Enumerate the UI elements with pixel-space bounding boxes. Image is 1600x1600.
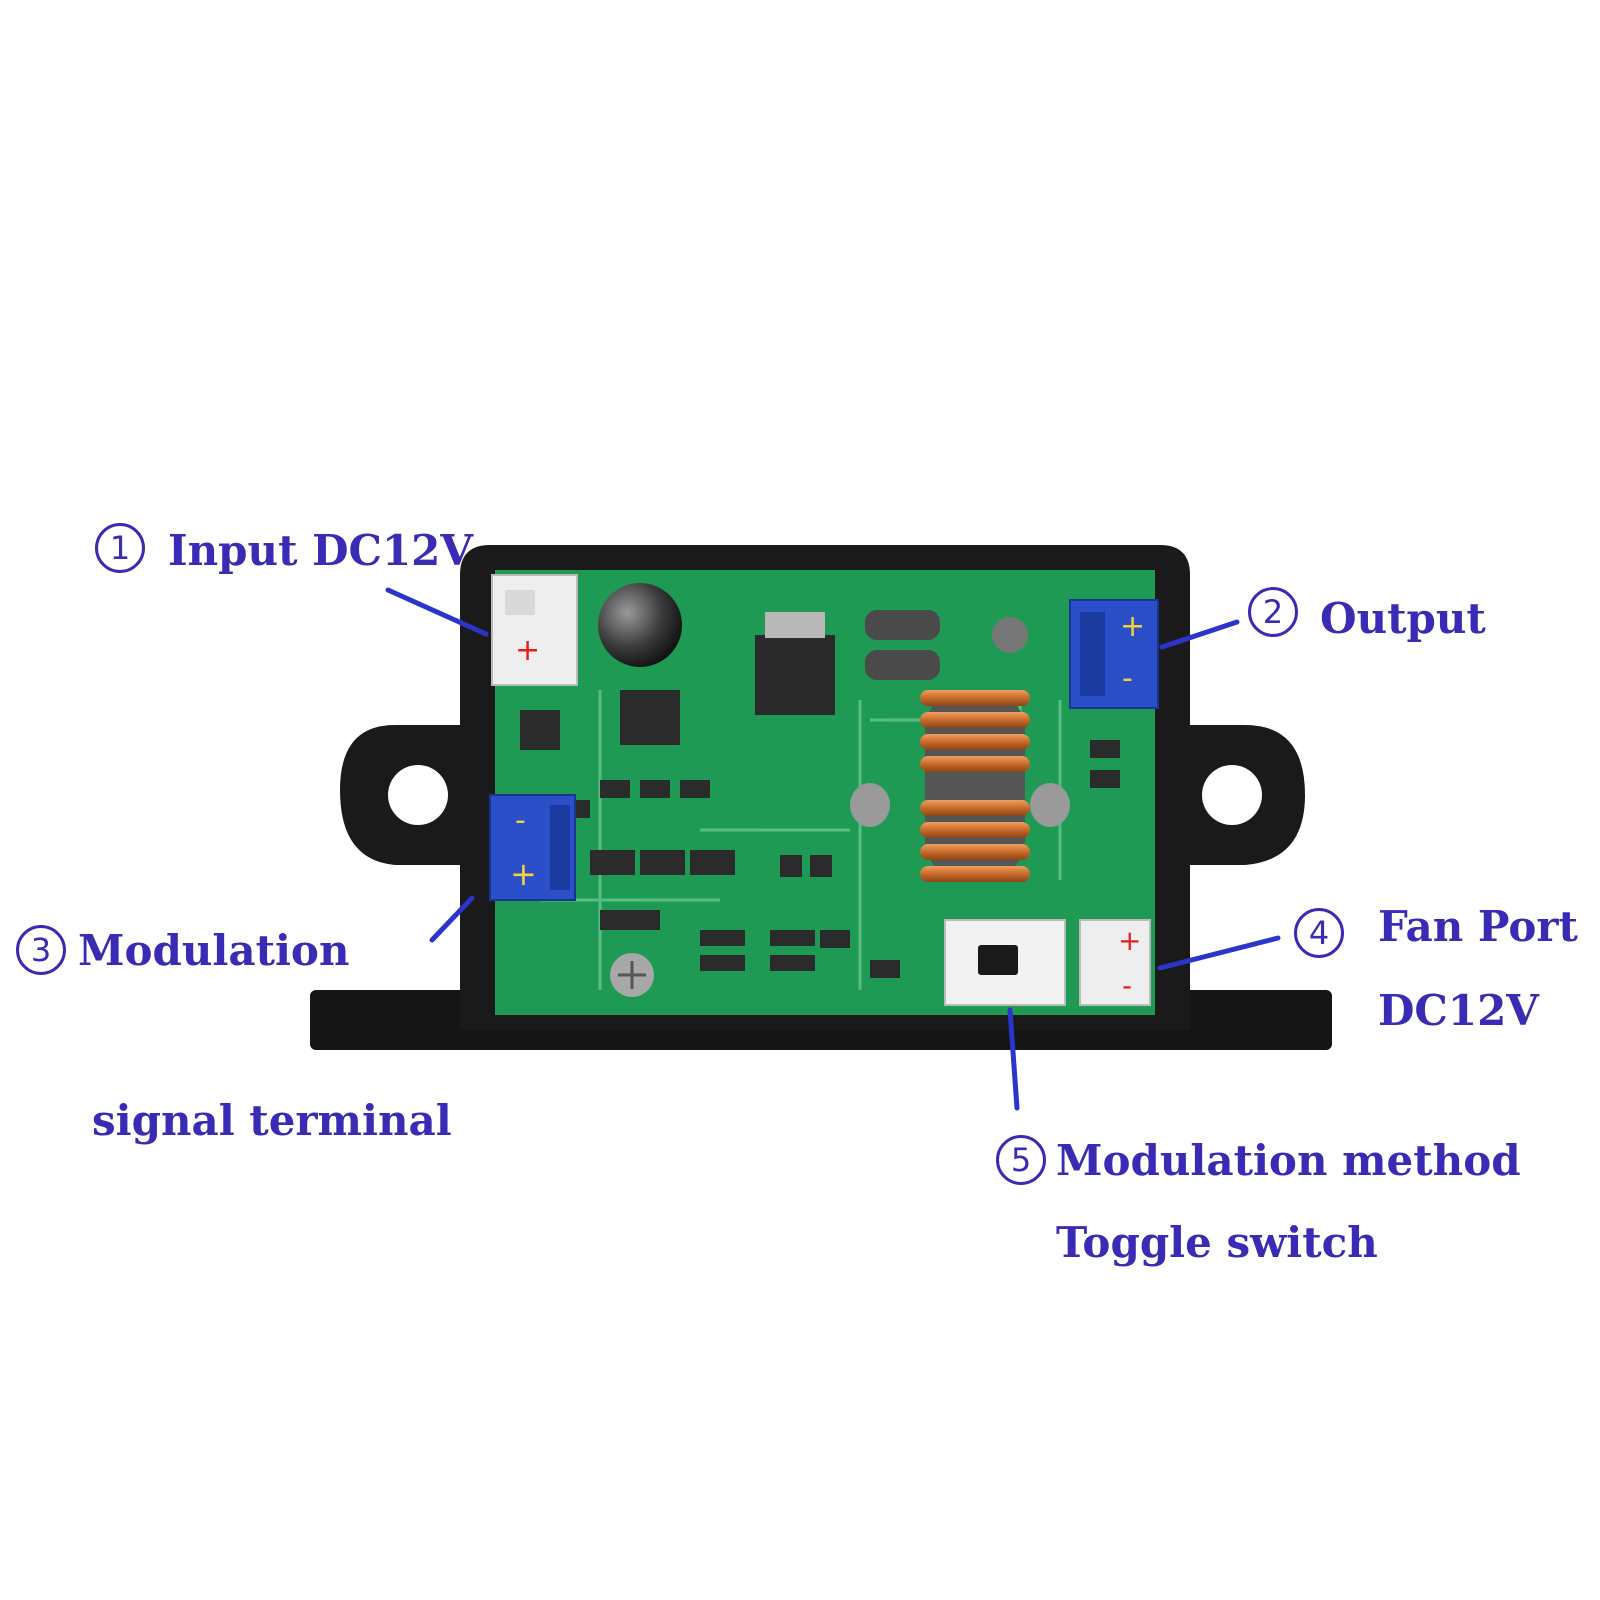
pointer-3 (429, 895, 475, 943)
mounting-hole-right (1202, 765, 1262, 825)
output-plus-mark: + (1120, 609, 1145, 644)
regulator-tab (765, 612, 825, 638)
toroid-coil (850, 690, 1070, 882)
inductor-smd-1 (865, 610, 940, 640)
smd-components (520, 690, 1120, 978)
regulator-ic (755, 635, 835, 715)
input-plus-mark: + (515, 633, 540, 668)
callout-1-label: Input DC12V (168, 526, 473, 575)
callout-3-number: 3 (16, 925, 66, 975)
output-minus-mark: - (1122, 661, 1133, 696)
callout-5-label-line2: Toggle switch (1056, 1218, 1378, 1267)
callout-1-number: 1 (95, 523, 145, 573)
callout-4-label-line1: Fan Port (1378, 902, 1578, 951)
pointer-5 (1007, 1007, 1020, 1111)
callout-3-label-line1: Modulation (78, 926, 350, 975)
output-connector: + - (1069, 599, 1159, 709)
callout-4-label-line2: DC12V (1378, 986, 1539, 1035)
modulation-connector: - + (489, 794, 576, 901)
fan-plus-mark: + (1118, 924, 1141, 957)
pointer-4 (1157, 935, 1281, 971)
toggle-switch (944, 919, 1066, 1006)
fan-connector: + - (1079, 919, 1151, 1006)
electrolytic-capacitor (598, 583, 682, 667)
input-connector: + (491, 574, 578, 686)
inductor-smd-2 (865, 650, 940, 680)
pointer-1 (385, 587, 489, 637)
callout-5-label-line1: Modulation method (1056, 1136, 1521, 1185)
callout-5-number: 5 (996, 1135, 1046, 1185)
mounting-hole-left (388, 765, 448, 825)
callout-2-label: Output (1320, 594, 1486, 643)
pointer-lines (385, 587, 1281, 1111)
callout-3-label-line2: signal terminal (92, 1096, 452, 1145)
modulation-minus-mark: - (515, 803, 526, 838)
fan-minus-mark: - (1122, 969, 1132, 1002)
modulation-plus-mark: + (510, 855, 537, 893)
pointer-2 (1159, 619, 1240, 650)
callout-2-number: 2 (1248, 587, 1298, 637)
callout-4-number: 4 (1294, 908, 1344, 958)
trimmer-top (992, 617, 1028, 653)
